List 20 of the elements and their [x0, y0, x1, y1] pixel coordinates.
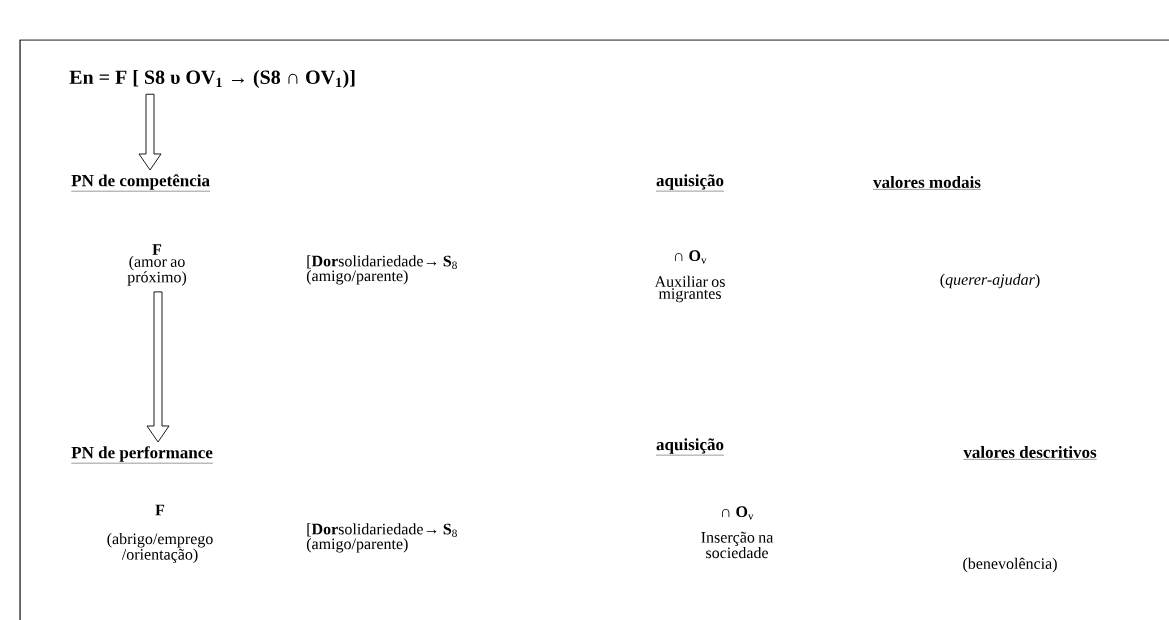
formula-text: ∩ O$_{v}$ [722, 506, 754, 520]
section-heading: PN de performance [71, 446, 214, 464]
column-heading: aquisição [655, 438, 725, 456]
formula-text: [Dorsolidariedade→ S$_{8}$ (amigo/parente) [306, 523, 457, 553]
term-text: F [155, 504, 165, 516]
column-heading: aquisição [655, 174, 725, 192]
block-arrow [138, 93, 162, 171]
term-text: F (amor ao próximo) [127, 244, 187, 286]
column-heading: valores modais [872, 176, 982, 190]
value-text: (querer-ajudar) [940, 273, 1040, 289]
formula-text: [Dorsolidariedade→ S$_{8}$ (amigo/parente) [306, 255, 457, 285]
section-heading: PN de competência [71, 174, 211, 192]
term-text: (abrigo/emprego /orientação) [107, 532, 213, 563]
formula-text: ∩ O$_{v}$ [675, 250, 707, 264]
formula-text: En = F [ S8 υ OV$_{1}$ → (S8 ∩ OV$_{1}$)] [69, 69, 355, 89]
block-arrow [146, 291, 170, 443]
value-text: Auxiliar os migrantes [654, 275, 725, 303]
value-text: Inserção na sociedade [701, 531, 774, 559]
value-text: (benevolência) [963, 557, 1057, 573]
column-heading: valores descritivos [963, 446, 1097, 460]
